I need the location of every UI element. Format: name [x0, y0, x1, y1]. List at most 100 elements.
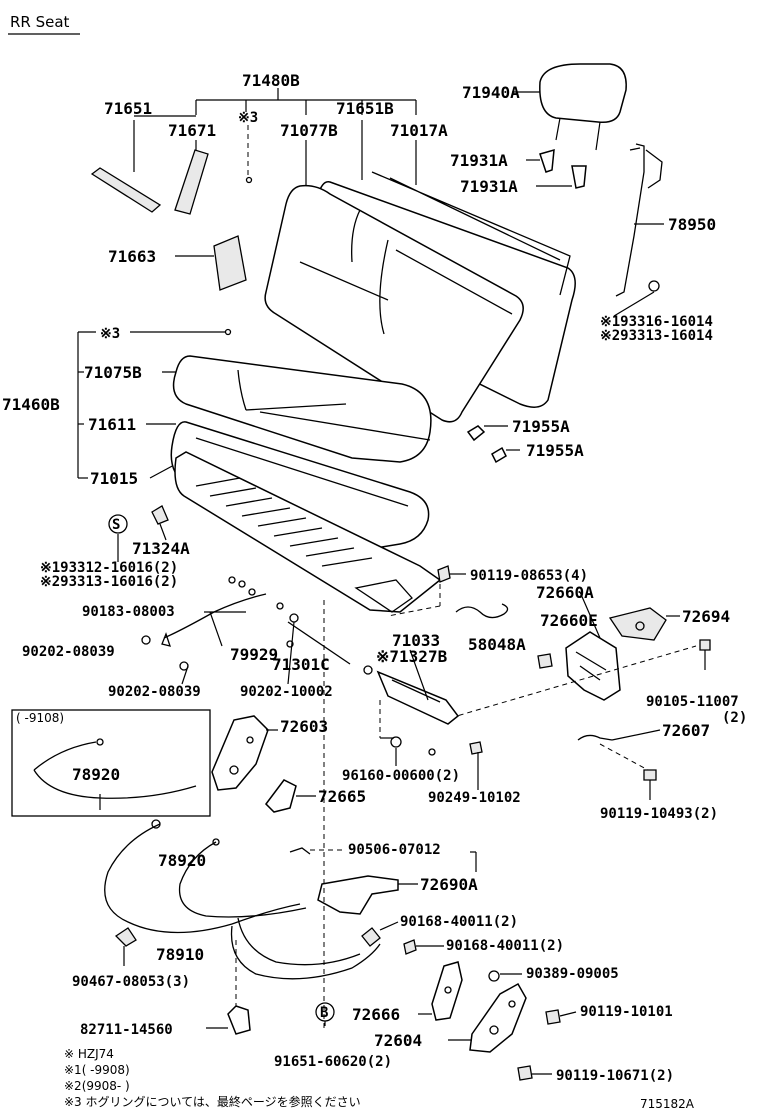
label-s-marker: S — [112, 517, 120, 533]
label-82711-14560: 82711-14560 — [80, 1022, 173, 1038]
label-90105-qty: (2) — [722, 710, 747, 726]
label-93312-16016: ※193312-16016(2) — [40, 560, 178, 576]
label-90119-10493: 90119-10493(2) — [600, 806, 718, 822]
bolt-90105 — [699, 639, 711, 651]
clip-71955a-2 — [491, 446, 507, 464]
label-96160-00600: 96160-00600(2) — [342, 768, 460, 784]
label-93313-16016: ※293313-16016(2) — [40, 574, 178, 590]
striker-71033 — [376, 670, 460, 725]
hog-ring-3a — [245, 176, 253, 184]
label-72660a: 72660A — [536, 583, 594, 602]
headrest-71940a — [539, 63, 627, 124]
bolt-90249 — [469, 741, 483, 755]
label-x3-top: ※3 — [238, 110, 258, 126]
label-78950: 78950 — [668, 215, 716, 234]
label-91651-60620: 91651-60620(2) — [274, 1054, 392, 1070]
label-90168-40011-a: 90168-40011(2) — [400, 914, 518, 930]
label-90506-07012: 90506-07012 — [348, 842, 441, 858]
label-71301c: 71301C — [272, 655, 330, 674]
headrest-guide-1 — [539, 148, 555, 173]
label-90202-08039-b: 90202-08039 — [108, 684, 201, 700]
footnote-2: ※2(9908- ) — [64, 1079, 130, 1093]
rod-79929 — [163, 593, 267, 639]
label-71460b: 71460B — [2, 395, 60, 414]
label-90119-10101: 90119-10101 — [580, 1004, 673, 1020]
cover-72694 — [608, 607, 667, 641]
cable-box — [11, 709, 211, 817]
plate-72666 — [431, 961, 463, 1021]
label-71611: 71611 — [88, 415, 136, 434]
label-78920-boxed: 78920 — [72, 765, 120, 784]
label-90389-09005: 90389-09005 — [526, 966, 619, 982]
grommet-82711 — [227, 1005, 251, 1035]
lever-72665 — [265, 779, 297, 813]
label-90119-08653: 90119-08653(4) — [470, 568, 588, 584]
plate-72603 — [211, 715, 269, 791]
cushion-cover-71075b — [172, 355, 432, 463]
label-71651: 71651 — [104, 99, 152, 118]
cable-78920-lower — [178, 841, 307, 918]
label-71955a-2: 71955A — [526, 441, 584, 460]
label-box-note: ( -9108) — [16, 711, 64, 725]
label-90105-11007: 90105-11007 — [646, 694, 739, 710]
label-90202-08039-a: 90202-08039 — [22, 644, 115, 660]
label-71931a-1: 71931A — [450, 151, 508, 170]
label-78910: 78910 — [156, 945, 204, 964]
footnote-hzj74: ※ HZJ74 — [64, 1047, 114, 1061]
label-71327b: ※71327B — [376, 647, 448, 666]
label-71931a-2: 71931A — [460, 177, 518, 196]
label-93316-16014: ※193316-16014 — [600, 314, 713, 330]
nut-90389 — [488, 970, 500, 982]
label-b-marker: B — [320, 1005, 328, 1021]
bolt-90119-08653 — [437, 565, 451, 583]
label-71651b: 71651B — [336, 99, 394, 118]
label-72666: 72666 — [352, 1005, 400, 1024]
footnote-3: ※3 ホグリングについては、最終ページを参照ください — [64, 1094, 361, 1109]
label-71940a: 71940A — [462, 83, 520, 102]
label-90249-10102: 90249-10102 — [428, 790, 521, 806]
label-72604: 72604 — [374, 1031, 422, 1050]
seatback-cover-71077b — [264, 184, 524, 423]
clamp-90467 — [114, 927, 137, 947]
label-71671: 71671 — [168, 121, 216, 140]
label-71077b: 71077B — [280, 121, 338, 140]
label-72660e: 72660E — [540, 611, 598, 630]
trim-71671 — [174, 149, 209, 215]
label-72665: 72665 — [318, 787, 366, 806]
bolt-90119-10671 — [517, 1065, 533, 1081]
label-71075b: 71075B — [84, 363, 142, 382]
page-title: RR Seat — [10, 13, 70, 31]
label-72690a: 72690A — [420, 875, 478, 894]
rod-71301c — [287, 621, 351, 665]
bolt-90119-10493 — [643, 769, 657, 781]
label-71480b: 71480B — [242, 71, 300, 90]
label-58048a: 58048A — [468, 635, 526, 654]
link-72607 — [577, 734, 613, 741]
spring-90506 — [289, 847, 311, 855]
hog-ring-3b — [224, 328, 232, 336]
label-90168-40011-b: 90168-40011(2) — [446, 938, 564, 954]
label-90119-10671: 90119-10671(2) — [556, 1068, 674, 1084]
clip-90168-1 — [361, 927, 381, 947]
footnote-1: ※1( -9908) — [64, 1063, 130, 1077]
label-72603: 72603 — [280, 717, 328, 736]
label-79929: 79929 — [230, 645, 278, 664]
label-93313-16014: ※293313-16014 — [600, 328, 713, 344]
headrest-guide-2 — [571, 165, 587, 189]
label-72694: 72694 — [682, 607, 730, 626]
hinge-72660e — [565, 631, 621, 701]
hook-71324a — [151, 505, 169, 525]
clip-90168-2 — [403, 939, 417, 955]
figure-code: 715182A — [640, 1097, 695, 1111]
label-x3-mid: ※3 — [100, 326, 120, 342]
handle-72690a — [317, 875, 399, 915]
label-71324a: 71324A — [132, 539, 190, 558]
seat-belt-78950 — [615, 143, 645, 297]
plate-72604 — [469, 982, 527, 1053]
label-72607: 72607 — [662, 721, 710, 740]
bolt-90119-10101 — [545, 1009, 561, 1025]
label-71015: 71015 — [90, 469, 138, 488]
label-71033: 71033 — [392, 631, 440, 650]
cable-78910 — [104, 823, 301, 934]
